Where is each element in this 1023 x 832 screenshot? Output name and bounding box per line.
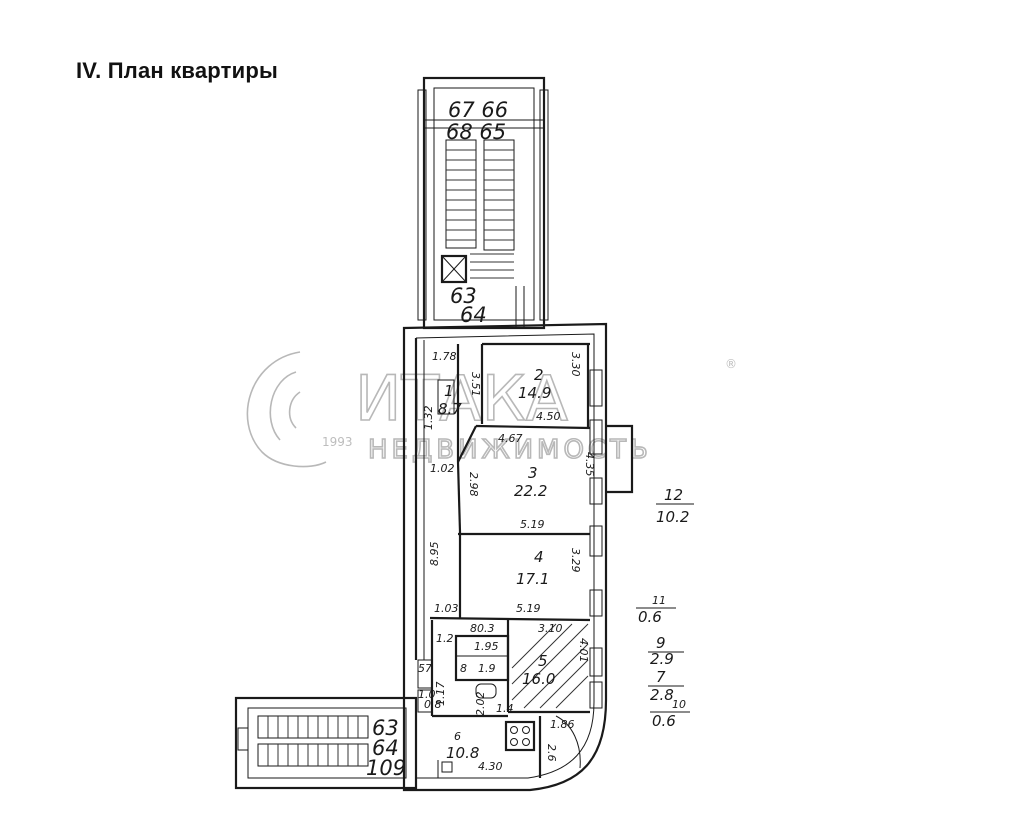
corridor-dim-g: 1.0 <box>418 688 436 701</box>
room4-dim-h: 3.29 <box>569 548 582 573</box>
small-0-8: 0.8 <box>424 698 442 711</box>
corridor-dim-f: 1.17 <box>434 682 447 707</box>
room2-dim-h: 3.30 <box>569 352 582 377</box>
room6-num: 6 <box>454 730 461 743</box>
label-stair-top-b: 68 65 <box>446 120 506 144</box>
room5-dim-w: 3.10 <box>538 622 563 635</box>
list-9-num: 9 <box>656 634 666 652</box>
page-title: IV. План квартиры <box>76 58 278 83</box>
room2-num: 2 <box>534 366 544 384</box>
apartment-walls <box>402 322 634 792</box>
corridor-dim-c: 8.95 <box>428 542 441 567</box>
room1-area: 8.7 <box>438 400 462 418</box>
room2-dim-w: 4.50 <box>536 410 561 423</box>
label-stair-bot-b: 64 <box>372 736 399 760</box>
list-10-num: 10 <box>672 698 686 711</box>
small-1-4: 1.4 <box>496 702 514 715</box>
watermark: ИТАКА ® 1993 НЕДВИЖИМОСТЬ <box>246 351 737 468</box>
room3-dim-left: 2.98 <box>467 472 480 497</box>
corridor-dim-a: 1.32 <box>422 406 435 431</box>
label-stair-bot-c: 109 <box>366 756 406 780</box>
list-7-num: 7 <box>656 668 666 686</box>
room5-dim-h: 4.01 <box>577 638 590 663</box>
room3-num: 3 <box>528 464 538 482</box>
label-stair-top-a: 67 66 <box>448 98 508 122</box>
small-2-02: 2.02 <box>474 692 487 717</box>
watermark-brand: ИТАКА <box>355 362 568 435</box>
small-80-3: 80.3 <box>470 622 495 635</box>
list-11-num: 11 <box>652 594 666 607</box>
room2-area: 14.9 <box>518 384 551 402</box>
room3-dim-w-bot: 5.19 <box>520 518 545 531</box>
small-8: 8 <box>460 662 467 675</box>
list-12-num: 12 <box>664 486 683 504</box>
room1-num: 1 <box>444 382 454 400</box>
corridor-dim-b: 1.02 <box>430 462 455 475</box>
upper-staircase <box>417 76 549 330</box>
label-stair-mid-a: 63 <box>450 284 477 308</box>
room1-dim-w: 1.78 <box>432 350 457 363</box>
list-9-area: 2.9 <box>650 650 674 668</box>
room5-area: 16.0 <box>522 670 555 688</box>
small-9: 1.9 <box>478 662 496 675</box>
label-stair-bot-a: 63 <box>372 716 399 740</box>
room4-area: 17.1 <box>516 570 549 588</box>
room6-area: 10.8 <box>446 744 479 762</box>
room6-dim-small: 2.6 <box>545 744 558 762</box>
room5-num: 5 <box>538 652 548 670</box>
list-10-area: 0.6 <box>652 712 676 730</box>
room3-dim-h: 4.35 <box>583 452 596 477</box>
room3-area: 22.2 <box>514 482 547 500</box>
corridor-dim-e: 1.2 <box>436 632 454 645</box>
list-7-area: 2.8 <box>650 686 674 704</box>
list-12-area: 10.2 <box>656 508 689 526</box>
corridor-dim-d: 1.03 <box>434 602 459 615</box>
small-57: 57 <box>418 662 432 675</box>
room4-dim-w: 5.19 <box>516 602 541 615</box>
room3-dim-w-top: 4.67 <box>498 432 523 445</box>
room6-dim-right: 1.86 <box>550 718 575 731</box>
lower-staircase <box>234 696 418 790</box>
room1-dim-h: 3.51 <box>469 372 482 397</box>
room6-dim-w: 4.30 <box>478 760 503 773</box>
label-stair-mid-b: 64 <box>460 303 487 327</box>
small-1-95: 1.95 <box>474 640 499 653</box>
watermark-registered: ® <box>725 357 737 371</box>
list-11-area: 0.6 <box>638 608 662 626</box>
room4-num: 4 <box>534 548 544 566</box>
watermark-year: 1993 <box>322 435 353 449</box>
